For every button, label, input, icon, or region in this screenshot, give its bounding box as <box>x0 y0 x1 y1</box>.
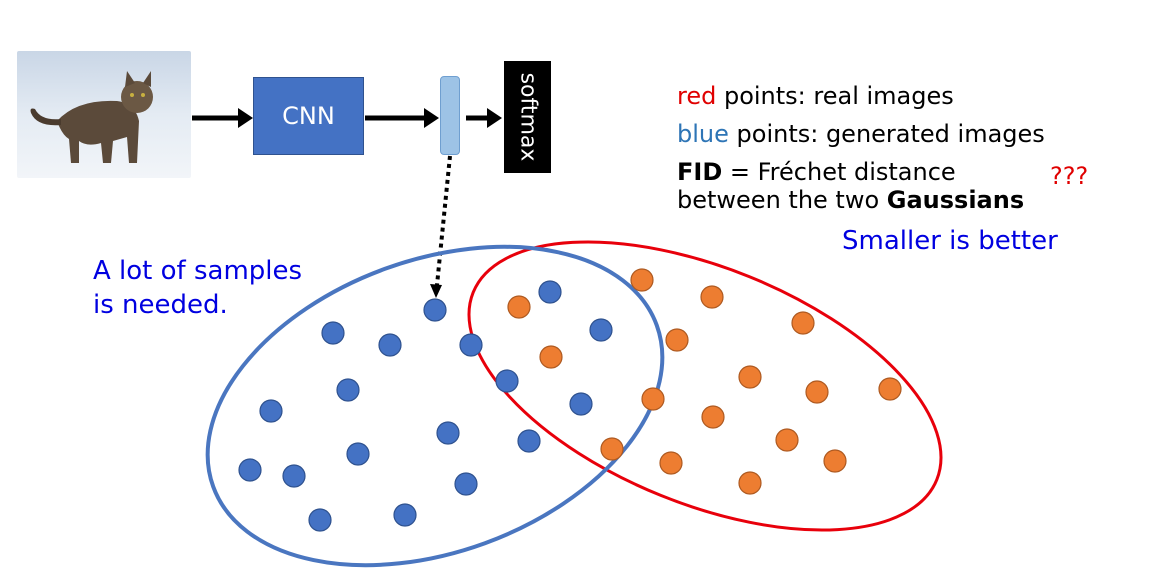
arrowhead <box>238 108 253 128</box>
feature-vector <box>440 76 460 155</box>
real-image-point <box>700 285 724 309</box>
real-image-point <box>600 437 624 461</box>
fid-line1: FID = Fréchet distance <box>677 160 956 184</box>
generated-image-point <box>321 321 345 345</box>
generated-image-point <box>569 392 593 416</box>
real-image-point <box>775 428 799 452</box>
real-image-point <box>701 405 725 429</box>
legend-generated: blue points: generated images <box>677 122 1045 146</box>
generated-image-point <box>259 399 283 423</box>
generated-image-point <box>336 378 360 402</box>
softmax-label: softmax <box>515 72 540 162</box>
real-gaussian-ellipse <box>467 240 943 532</box>
real-image-point <box>641 387 665 411</box>
generated-image-point <box>308 508 332 532</box>
real-image-point <box>630 268 654 292</box>
legend-red-word: red <box>677 82 717 110</box>
arrowhead <box>430 284 442 298</box>
fid-line2: between the two Gaussians <box>677 188 1024 212</box>
input-cat-image <box>17 51 191 178</box>
legend-red-text: points: real images <box>716 82 954 110</box>
arrowhead <box>424 108 439 128</box>
cat-photo <box>17 51 191 178</box>
real-image-point <box>665 328 689 352</box>
cnn-block: CNN <box>253 77 364 155</box>
legend-blue-word: blue <box>677 120 729 148</box>
real-image-point <box>738 365 762 389</box>
real-image-point <box>539 345 563 369</box>
legend-real: red points: real images <box>677 84 954 108</box>
generated-image-point <box>459 333 483 357</box>
generated-image-point <box>538 280 562 304</box>
real-image-point <box>878 377 902 401</box>
smaller-is-better-note: Smaller is better <box>842 226 1058 256</box>
samples-note-line1: A lot of samples <box>93 256 303 286</box>
cnn-label: CNN <box>282 102 335 130</box>
arrowhead <box>487 108 502 128</box>
dotted-arrow-feature-to-point <box>435 155 452 286</box>
real-image-point <box>738 471 762 495</box>
generated-image-point <box>282 464 306 488</box>
generated-image-point <box>378 333 402 357</box>
generated-image-point <box>238 458 262 482</box>
fid-line2-text: between the two <box>677 186 887 214</box>
samples-note-line2: is needed. <box>93 290 228 320</box>
generated-image-point <box>495 369 519 393</box>
real-image-point <box>659 451 683 475</box>
gaussians-term: Gaussians <box>886 186 1025 214</box>
generated-image-point <box>346 442 370 466</box>
generated-image-point <box>517 429 541 453</box>
generated-image-point <box>393 503 417 527</box>
fid-term: FID <box>677 158 723 186</box>
generated-image-point <box>436 421 460 445</box>
real-image-point <box>507 295 531 319</box>
generated-image-point <box>589 318 613 342</box>
generated-image-point <box>454 472 478 496</box>
legend-blue-text: points: generated images <box>728 120 1045 148</box>
generated-gaussian-ellipse <box>205 244 665 568</box>
real-image-point <box>791 311 815 335</box>
generated-image-point <box>423 298 447 322</box>
question-marks: ??? <box>1050 162 1089 190</box>
real-image-point <box>805 380 829 404</box>
fid-def-text: = Fréchet distance <box>722 158 956 186</box>
softmax-block: softmax <box>504 61 551 173</box>
real-image-point <box>823 449 847 473</box>
